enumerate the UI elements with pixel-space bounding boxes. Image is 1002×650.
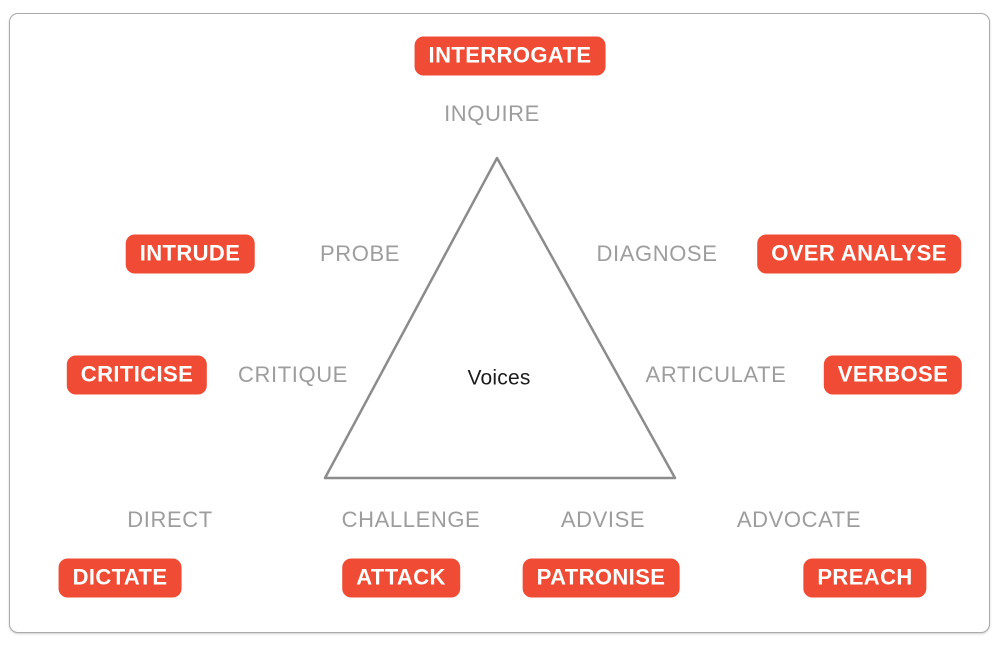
- badge-verbose[interactable]: VERBOSE: [823, 355, 963, 395]
- badge-over-analyse[interactable]: OVER ANALYSE: [757, 234, 961, 274]
- label-diagnose: DIAGNOSE: [596, 241, 718, 266]
- label-inquire: INQUIRE: [444, 101, 540, 126]
- label-challenge: CHALLENGE: [341, 507, 481, 532]
- centre-label-voices: Voices: [467, 366, 531, 390]
- badge-attack[interactable]: ATTACK: [342, 558, 460, 598]
- label-direct: DIRECT: [127, 507, 213, 532]
- label-probe: PROBE: [319, 241, 401, 266]
- label-articulate: ARTICULATE: [645, 362, 787, 387]
- badge-patronise[interactable]: PATRONISE: [522, 558, 680, 598]
- badge-preach[interactable]: PREACH: [803, 558, 927, 598]
- badge-dictate[interactable]: DICTATE: [58, 558, 182, 598]
- label-advocate: ADVOCATE: [736, 507, 862, 532]
- badge-interrogate[interactable]: INTERROGATE: [414, 36, 606, 76]
- label-critique: CRITIQUE: [238, 362, 348, 387]
- badge-intrude[interactable]: INTRUDE: [125, 234, 255, 274]
- label-advise: ADVISE: [560, 507, 646, 532]
- badge-criticise[interactable]: CRITICISE: [66, 355, 208, 395]
